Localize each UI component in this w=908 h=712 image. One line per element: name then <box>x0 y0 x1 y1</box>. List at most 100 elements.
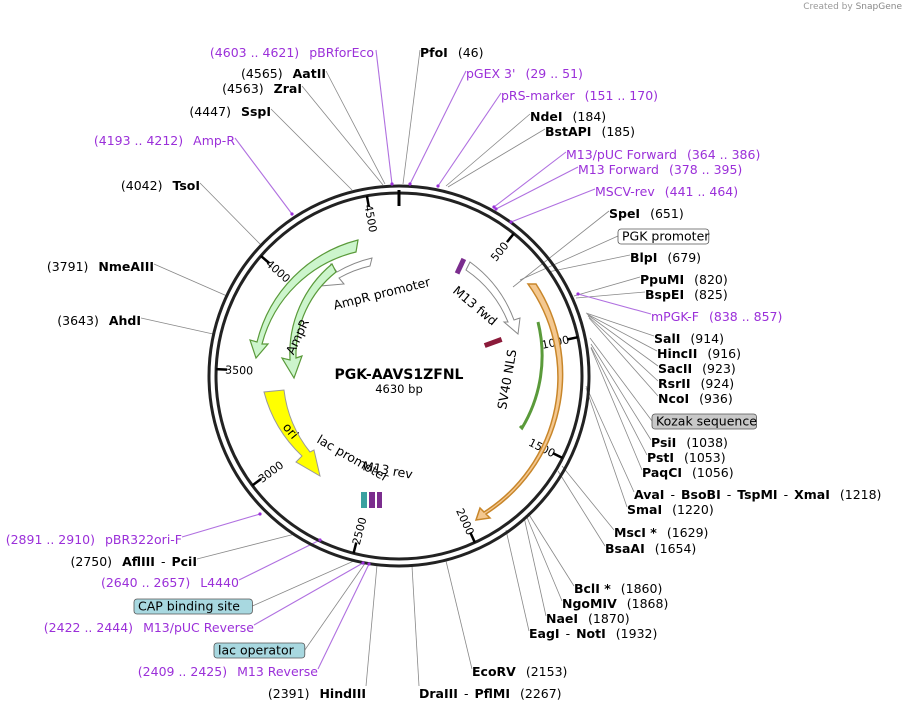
site-label-part: (1860) <box>621 581 663 596</box>
leader-line <box>557 470 606 547</box>
site-label-m13fwd[interactable]: M13 Forward(378 .. 395) <box>578 162 742 177</box>
site-label-bspei[interactable]: BspEI(825) <box>645 287 728 302</box>
leader-line <box>375 49 393 185</box>
site-label-rsrii[interactable]: RsrII (924) <box>658 376 734 391</box>
site-label-ngomiv[interactable]: NgoMIV(1868) <box>562 596 668 611</box>
boxed-label-kozak[interactable]: Kozak sequence <box>656 414 757 429</box>
site-label-part: (4193 .. 4212) <box>94 133 183 148</box>
leader-line <box>589 337 653 422</box>
site-label-part: (1932) <box>616 626 658 641</box>
site-label-part: SacII <box>658 361 692 376</box>
site-label-part: (838 .. 857) <box>709 309 782 324</box>
leader-line <box>588 317 659 397</box>
site-label-zrai[interactable]: (4563)ZraI <box>222 81 302 96</box>
site-label-bcli[interactable]: BclI * (1860) <box>574 581 662 596</box>
site-label-m13pucrev[interactable]: (2422 .. 2444)M13/pUC Reverse <box>44 620 255 635</box>
site-label-part: Amp-R <box>193 133 235 148</box>
site-label-part: NgoMIV <box>562 596 617 611</box>
site-label-naei[interactable]: NaeI(1870) <box>546 611 630 626</box>
feature-lac-promoter[interactable] <box>361 492 382 508</box>
site-label-paqci[interactable]: PaqCI(1056) <box>642 465 734 480</box>
site-label-psii[interactable]: PsiI(1038) <box>651 435 728 450</box>
feature-ampr[interactable] <box>249 239 359 380</box>
site-label-ndei[interactable]: NdeI(184) <box>530 109 606 124</box>
site-label-part: (4603 .. 4621) <box>210 45 299 60</box>
feature-label-ampr: AmpR <box>283 316 313 356</box>
site-label-msci[interactable]: MscI *(1629) <box>614 525 708 540</box>
site-label-mpgkf[interactable]: mPGK-F(838 .. 857) <box>651 309 782 324</box>
leader-line <box>590 343 652 441</box>
site-label-ncoi[interactable]: NcoI(936) <box>658 391 733 406</box>
site-label-nmeaiii[interactable]: (3791)NmeAIII <box>47 259 154 274</box>
site-label-ppumi[interactable]: PpuMI(820) <box>640 272 728 287</box>
site-label-part: PciI <box>171 554 197 569</box>
site-label-part: BclI * <box>574 581 611 596</box>
site-label-part: SspI <box>241 104 271 119</box>
site-label-tsoi[interactable]: (4042)TsoI <box>121 178 200 193</box>
feature-ori[interactable] <box>263 389 321 478</box>
primer-site-marker <box>390 182 394 186</box>
site-label-hincii[interactable]: HincII(916) <box>657 346 741 361</box>
site-label-smai[interactable]: SmaI(1220) <box>627 502 714 517</box>
site-label-bsaai[interactable]: BsaAI(1654) <box>605 541 696 556</box>
site-label-part: (2391) <box>268 686 310 701</box>
site-label-draiii[interactable]: DraIII-PflMI(2267) <box>419 686 562 701</box>
site-label-part: (916) <box>707 346 741 361</box>
site-label-part: (924) <box>701 376 735 391</box>
site-label-mscvrev[interactable]: MSCV-rev(441 .. 464) <box>595 184 738 199</box>
boxed-label-frame <box>133 598 253 615</box>
site-label-avai[interactable]: AvaI-BsoBI-TspMI-XmaI(1218) <box>634 487 881 502</box>
boxed-label-lacop[interactable]: lac operator <box>218 643 295 658</box>
primer-site-marker <box>436 184 440 188</box>
boxed-label-pgkpromoter[interactable]: PGK promoter <box>622 229 710 244</box>
site-label-saci[interactable]: SacII(923) <box>658 361 736 376</box>
site-label-ahdi[interactable]: (3643)AhdI <box>57 313 141 328</box>
site-label-pfoi[interactable]: PfoI(46) <box>420 45 484 60</box>
boxed-label-capsite[interactable]: CAP binding site <box>138 599 240 614</box>
site-label-prsmarker[interactable]: pRS-marker(151 .. 170) <box>501 88 658 103</box>
feature-m13-fwd[interactable] <box>454 257 521 335</box>
site-label-sali[interactable]: SalI(914) <box>654 331 724 346</box>
boxed-label-frame <box>213 642 306 659</box>
feature-sv40-nls[interactable] <box>474 283 564 521</box>
site-label-part: - <box>566 626 571 641</box>
site-label-afliii[interactable]: (2750)AflIII-PciI <box>70 554 197 569</box>
leader-line <box>181 513 261 538</box>
site-label-eagi[interactable]: EagI-NotI(1932) <box>529 626 657 641</box>
leader-line <box>411 565 420 687</box>
site-label-part: AatII <box>293 66 326 81</box>
site-label-part: (4042) <box>121 178 163 193</box>
site-label-part: M13/pUC Forward <box>566 147 677 162</box>
site-label-blpi[interactable]: BlpI(679) <box>630 250 701 265</box>
site-label-ecorv[interactable]: EcoRV(2153) <box>472 664 567 679</box>
site-label-aatii[interactable]: (4565)AatII <box>241 66 326 81</box>
site-label-part: - <box>161 554 166 569</box>
site-label-part: BspEI <box>645 287 684 302</box>
leader-line <box>252 559 357 607</box>
site-labels: (4603 .. 4621)pBRforEco PfoI(46) (4565)Aat… <box>6 45 882 701</box>
site-label-ampr-primer[interactable]: (4193 .. 4212) Amp-R <box>94 133 235 148</box>
site-label-pgex3[interactable]: pGEX 3'(29 .. 51) <box>466 66 583 81</box>
site-label-pbr322[interactable]: (2891 .. 2910)pBR322ori-F <box>6 532 182 547</box>
site-label-spei[interactable]: SpeI(651) <box>609 206 684 221</box>
site-label-sspi[interactable]: (4447)SspI <box>189 104 271 119</box>
site-label-l4440[interactable]: (2640 .. 2657)L4440 <box>101 575 239 590</box>
site-label-part: AvaI <box>634 487 664 502</box>
site-label-bstapi[interactable]: BstAPI(185) <box>545 124 635 139</box>
site-label-part: (1053) <box>684 450 726 465</box>
site-label-part: RsrII <box>658 376 691 391</box>
site-label-part: EcoRV <box>472 664 516 679</box>
site-label-part: M13 Forward <box>578 162 659 177</box>
leader-line <box>199 182 262 246</box>
site-label-m13reverse[interactable]: (2409 .. 2425)M13 Reverse <box>138 664 318 679</box>
ring-tick-mark <box>505 232 515 243</box>
primer-site-marker <box>492 205 496 209</box>
site-label-m13puc[interactable]: M13/pUC Forward(364 .. 386) <box>566 147 760 162</box>
site-label-pbrforeco[interactable]: (4603 .. 4621)pBRforEco <box>210 45 374 60</box>
leader-line <box>561 465 615 531</box>
leader-line <box>234 137 293 215</box>
site-label-psti[interactable]: PstI(1053) <box>647 450 726 465</box>
site-label-hindiii[interactable]: (2391)HindIII <box>268 686 366 701</box>
ring-tick-mark <box>566 335 579 341</box>
site-label-part: PsiI <box>651 435 676 450</box>
